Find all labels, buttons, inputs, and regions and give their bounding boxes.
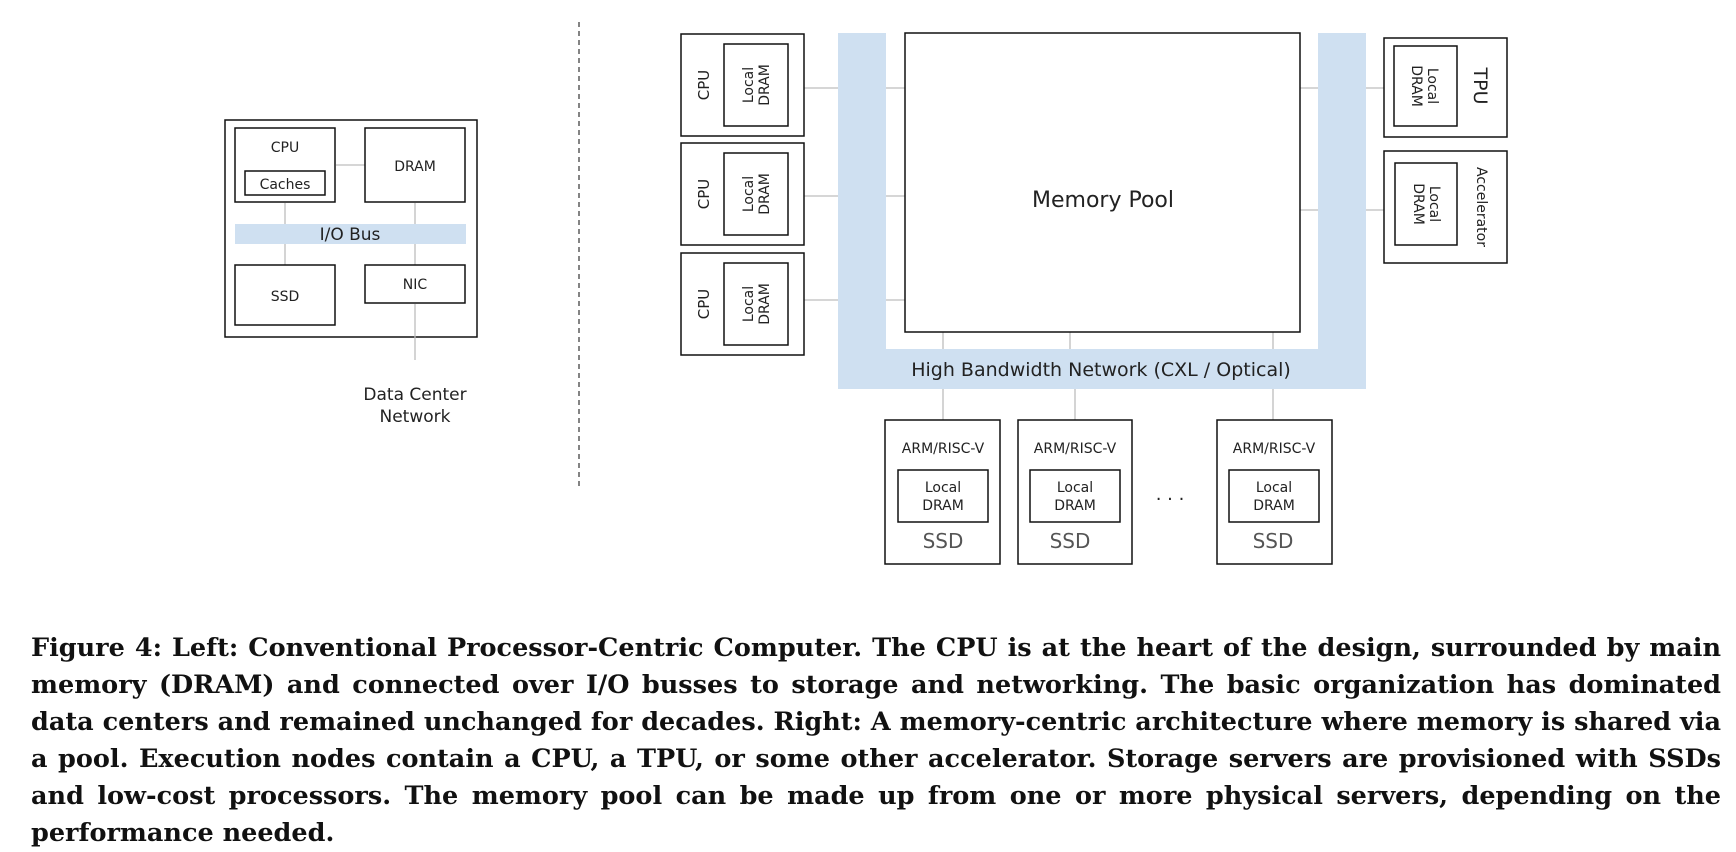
nic-box	[364, 264, 466, 304]
cpu-node: CPU Local DRAM	[680, 252, 805, 356]
cpu-label: CPU	[695, 70, 713, 101]
local-dram-label: Local	[1424, 68, 1440, 104]
local-dram-label: DRAM	[1408, 65, 1424, 107]
local-dram-label: Local	[925, 480, 961, 496]
memory-pool-box	[904, 32, 1301, 333]
network-right-arm	[1318, 33, 1366, 389]
local-dram-box	[897, 469, 989, 523]
local-dram-label: Local	[741, 67, 757, 103]
local-dram-label: Local	[1057, 480, 1093, 496]
local-dram-label: DRAM	[1410, 183, 1426, 225]
cpu-label: CPU	[695, 179, 713, 210]
cpu-node: CPU Local DRAM	[680, 142, 805, 246]
local-dram-box	[723, 43, 789, 127]
memory-pool-label: Memory Pool	[1032, 188, 1174, 213]
tpu-label: TPU	[1469, 67, 1491, 105]
cpu-label: CPU	[695, 289, 713, 320]
figure-caption: Figure 4: Left: Conventional Processor-C…	[31, 633, 1721, 848]
architecture-diagram: I/O Bus CPU Caches DRAM SSD NIC Data Cen…	[224, 22, 1508, 565]
local-dram-label: Local	[741, 286, 757, 322]
local-dram-label: DRAM	[757, 283, 773, 325]
cpu-label: CPU	[271, 140, 299, 156]
ssd-label: SSD	[923, 529, 964, 553]
local-dram-box	[1393, 45, 1458, 127]
right-diagram: High Bandwidth Network (CXL / Optical) M…	[680, 32, 1508, 565]
ssd-label: SSD	[1253, 529, 1294, 553]
processor-label: ARM/RISC-V	[902, 441, 985, 457]
local-dram-label: DRAM	[1253, 498, 1295, 514]
caches-box	[244, 170, 326, 196]
local-dram-label: Local	[1426, 186, 1442, 222]
local-dram-box	[723, 262, 789, 346]
storage-node: ARM/RISC-V Local DRAM SSD	[1216, 419, 1333, 565]
network-bottom	[838, 349, 1366, 389]
io-bus-label: I/O Bus	[320, 225, 381, 245]
io-bus	[235, 224, 466, 244]
left-diagram: I/O Bus CPU Caches DRAM SSD NIC Data Cen…	[224, 119, 478, 427]
tpu-node: TPU Local DRAM	[1383, 37, 1508, 138]
figure: I/O Bus CPU Caches DRAM SSD NIC Data Cen…	[31, 22, 1721, 848]
local-dram-box	[1228, 469, 1320, 523]
accelerator-node: Accelerator Local DRAM	[1383, 150, 1508, 264]
dram-box	[364, 127, 466, 203]
local-dram-label: Local	[741, 176, 757, 212]
local-dram-label: DRAM	[1054, 498, 1096, 514]
network-left-arm	[838, 33, 886, 389]
local-dram-label: DRAM	[757, 173, 773, 215]
storage-node: ARM/RISC-V Local DRAM SSD	[1017, 419, 1133, 565]
cpu-node: CPU Local DRAM	[680, 33, 805, 137]
local-dram-label: DRAM	[757, 64, 773, 106]
ssd-box	[234, 264, 336, 326]
processor-label: ARM/RISC-V	[1034, 441, 1117, 457]
network-label: High Bandwidth Network (CXL / Optical)	[911, 359, 1291, 381]
local-dram-box	[1029, 469, 1121, 523]
ssd-label: SSD	[271, 289, 300, 305]
processor-label: ARM/RISC-V	[1233, 441, 1316, 457]
dc-network-label-1: Data Center	[363, 385, 466, 405]
accelerator-label: Accelerator	[1473, 167, 1489, 247]
computer-box	[224, 119, 478, 338]
ellipsis: . . .	[1156, 484, 1185, 505]
local-dram-box	[723, 152, 789, 236]
storage-node: ARM/RISC-V Local DRAM SSD	[884, 419, 1001, 565]
nic-label: NIC	[403, 277, 428, 293]
dc-network-label-2: Network	[380, 407, 451, 427]
local-dram-label: DRAM	[922, 498, 964, 514]
dram-label: DRAM	[394, 159, 436, 175]
local-dram-label: Local	[1256, 480, 1292, 496]
caches-label: Caches	[260, 177, 311, 193]
ssd-label: SSD	[1050, 529, 1091, 553]
local-dram-box	[1394, 162, 1458, 246]
